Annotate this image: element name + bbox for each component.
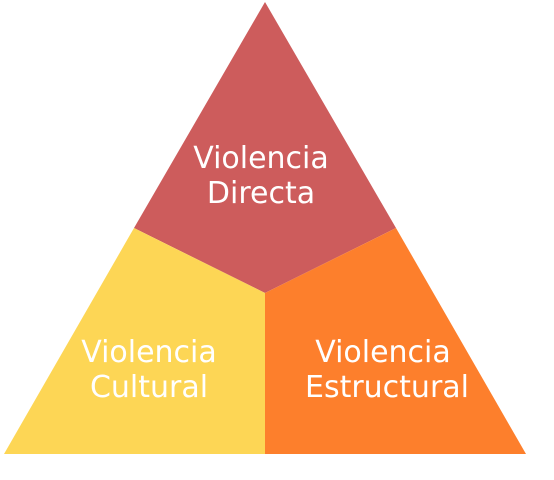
label-estructural-line-2: Estructural bbox=[305, 370, 469, 405]
label-directa-line-2: Directa bbox=[207, 176, 315, 211]
label-cultural-line-1: Violencia bbox=[81, 335, 217, 370]
segment-violencia-directa bbox=[134, 2, 396, 293]
segment-violencia-estructural bbox=[265, 228, 526, 454]
label-directa-line-1: Violencia bbox=[193, 141, 329, 176]
label-estructural-line-1: Violencia bbox=[315, 335, 451, 370]
label-cultural-line-2: Cultural bbox=[90, 370, 208, 405]
segment-violencia-cultural bbox=[4, 228, 265, 454]
